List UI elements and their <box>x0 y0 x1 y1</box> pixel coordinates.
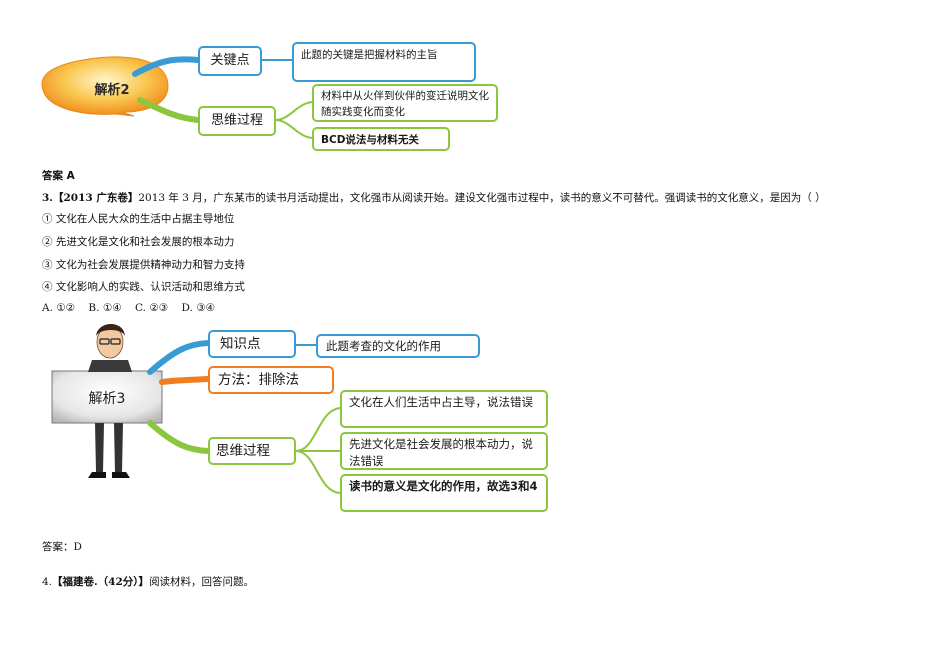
branch-knowledge <box>147 340 211 375</box>
board-shape <box>51 370 163 424</box>
question-4-stem: 阅读材料，回答问题。 <box>149 576 255 588</box>
mindmap-2-thinking: 思维过程 <box>198 106 276 136</box>
mindmap-3-thinking-detail-3: 读书的意义是文化的作用，故选3和4 <box>340 474 548 512</box>
branch-thinking <box>137 97 201 123</box>
question-3-item-1: ① 文化在人民大众的生活中占据主导地位 <box>42 213 235 225</box>
question-3-stem-line: 3.【2013 广东卷】2013 年 3 月，广东某市的读书月活动提出，文化强市… <box>42 190 826 205</box>
question-3-item-2: ② 先进文化是文化和社会发展的根本动力 <box>42 236 235 248</box>
mindmap-3-thinking-detail-1: 文化在人们生活中占主导，说法错误 <box>340 390 548 428</box>
mindmap-2-thinking-detail-2: BCD说法与材料无关 <box>312 127 450 151</box>
branch-thinking-3 <box>147 420 211 454</box>
branch-key-point <box>132 56 201 77</box>
answer-2: 答案 A <box>42 170 75 182</box>
mindmap-3-knowledge-detail: 此题考查的文化的作用 <box>316 334 480 358</box>
question-4-number: 4. <box>42 576 53 588</box>
mindmap-3-center: 解析3 <box>88 391 126 407</box>
link-thinking-detail <box>274 101 313 139</box>
question-3-number: 3. <box>42 192 53 204</box>
question-3-item-3: ③ 文化为社会发展提供精神动力和智力支持 <box>42 259 245 271</box>
mindmap-3-method: 方法：排除法 <box>208 366 334 394</box>
teacher-figure <box>88 324 132 478</box>
link-thinking3-detail <box>295 407 341 494</box>
mindmap-3-thinking-detail-2: 先进文化是社会发展的根本动力，说法错误 <box>340 432 548 470</box>
mindmap-3-knowledge: 知识点 <box>208 330 296 358</box>
question-3-options: A. ①② B. ①④ C. ②③ D. ③④ <box>42 302 216 314</box>
question-3-source: 【2013 广东卷】 <box>52 192 139 204</box>
mindmap-3-thinking: 思维过程 <box>208 437 296 465</box>
question-3-item-4: ④ 文化影响人的实践、认识活动和思维方式 <box>42 281 245 293</box>
mindmap-2-key-point: 关键点 <box>198 46 262 76</box>
mindmap-2-center: 解析2 <box>94 83 130 98</box>
branch-method <box>159 376 211 385</box>
mindmap-2-thinking-detail-1: 材料中从火伴到伙伴的变迁说明文化随实践变化而变化 <box>312 84 498 122</box>
mindmap-2-key-point-detail: 此题的关键是把握材料的主旨 <box>292 42 476 82</box>
question-4-source: 【福建卷.（42分）】 <box>52 576 150 588</box>
question-4-line: 4.【福建卷.（42分）】阅读材料，回答问题。 <box>42 574 254 589</box>
question-3-stem: 2013 年 3 月，广东某市的读书月活动提出，文化强市从阅读开始。建设文化强市… <box>138 192 826 204</box>
answer-3: 答案：D <box>42 541 82 553</box>
